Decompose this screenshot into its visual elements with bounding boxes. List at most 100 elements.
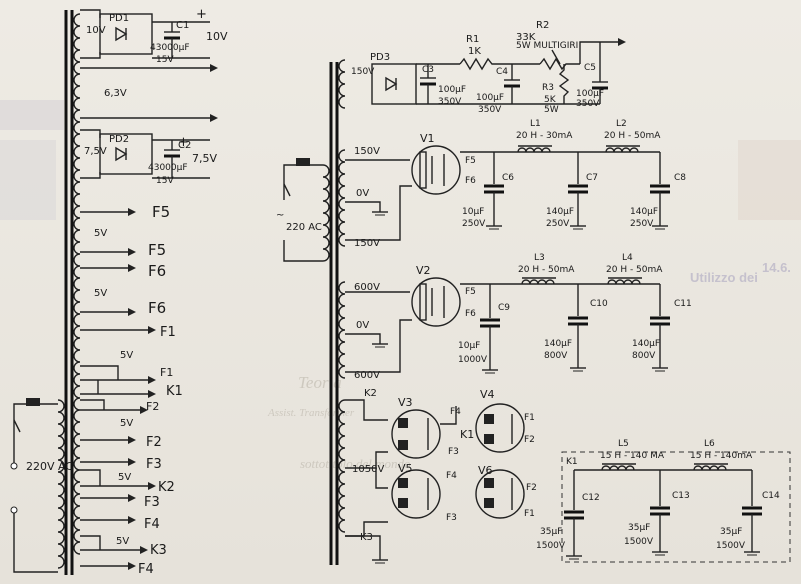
tap-0v-b: 0V [356, 320, 369, 331]
fil-k2: K2 [80, 480, 175, 495]
bg-text-line1: Utilizzo dei [690, 270, 758, 285]
r1-label: R1 [466, 34, 479, 45]
fil-5v-label-e: 5V [118, 472, 131, 483]
fuse-icon-2 [296, 158, 310, 166]
c10-label: C10 [590, 299, 608, 309]
fil-k1: K1 [80, 384, 183, 399]
c5-voltage: 350V [576, 99, 600, 109]
r2-label: R2 [536, 20, 549, 31]
c10-capacitor [568, 284, 588, 372]
left-primary-coil [57, 399, 65, 569]
fil-k3: K3 [80, 543, 167, 558]
filament-outputs: F5 5V F5 F6 5V F6 F1 5V F1 K1 F2 5V F2 F… [80, 203, 183, 577]
v4-pin-f2: F2 [524, 435, 535, 445]
fil-f5-label-a: F5 [152, 203, 170, 221]
c10-voltage: 800V [544, 351, 568, 361]
v2-label: V2 [416, 264, 431, 277]
bg-badge: 14.6. [762, 260, 791, 275]
l5-choke-icon [601, 465, 635, 471]
fil-f3-label-a: F3 [146, 457, 162, 472]
tap-1050v: 1050V [352, 464, 384, 475]
r3-value: 5K [544, 95, 557, 105]
output-6v3: 6,3V [80, 64, 218, 122]
fil-f3-b: F3 [80, 494, 160, 510]
pd3-label: PD3 [370, 52, 390, 63]
l3-value: 20 H - 50mA [518, 265, 575, 275]
mains-input: 220V AC [10, 398, 73, 573]
fil-5v-label-d: 5V [120, 418, 133, 429]
fil-f4-a: F4 [80, 516, 160, 532]
l6-label: L6 [704, 439, 715, 449]
c2-voltage: 15V [156, 176, 174, 186]
stage1: V1 F5 F6 L1 20 H - 30mA L2 20 H - 50mA C… [345, 119, 686, 241]
background-print: Utilizzo dei Teoria Assist. Transformer … [0, 100, 801, 471]
tap-150v-b: 150V [354, 238, 380, 249]
c2-value: 43000µF [148, 163, 188, 173]
fil-k3-label: K3 [150, 543, 167, 558]
c5-label: C5 [584, 63, 596, 73]
hv-supply: 150V PD3 C3 100µF 350V R1 1K C4 100µF 35… [351, 20, 626, 115]
fil-f1-a: F1 [80, 325, 176, 340]
v1-pin-f5: F5 [465, 156, 476, 166]
r3-resistor-icon [558, 64, 570, 104]
fil-5v-label-a: 5V [94, 228, 107, 239]
c4-label: C4 [496, 67, 508, 77]
c7-capacitor [568, 152, 588, 230]
c13-voltage: 1500V [624, 537, 654, 547]
left-transformer: 220V AC [10, 10, 81, 575]
c7-value: 140µF [546, 207, 574, 217]
l1-choke-icon [517, 147, 551, 153]
c9-label: C9 [498, 303, 510, 313]
c14-capacitor [742, 470, 762, 556]
v2-pin-f5: F5 [465, 287, 476, 297]
v3-tube-icon [391, 409, 441, 459]
c11-voltage: 800V [632, 351, 656, 361]
c12-label: C12 [582, 493, 600, 503]
fil-f1-label-b: F1 [160, 366, 173, 379]
c9-voltage: 1000V [458, 355, 488, 365]
power-switch-icon [13, 419, 21, 433]
v2-tube-icon [411, 277, 461, 327]
left-secondary-coil [73, 13, 81, 555]
fil-k1-label: K1 [166, 384, 183, 399]
fil-f4-label-b: F4 [138, 562, 154, 577]
fil-f6-b: F6 [80, 299, 166, 317]
rectifier-pd2: PD2 + C2 43000µF 15V 7,5V 7,5V [80, 129, 217, 186]
pd2-label: PD2 [109, 134, 129, 145]
r2-value: 33K [516, 32, 536, 43]
bg-text-line4: sottotitolo del mondo [300, 456, 411, 471]
v4-label: V4 [480, 388, 495, 401]
l4-label: L4 [622, 253, 633, 263]
v3-pin-f3: F3 [448, 447, 459, 457]
c14-label: C14 [762, 491, 780, 501]
l4-value: 20 H - 50mA [606, 265, 663, 275]
fil-5v-label-f: 5V [116, 536, 129, 547]
tap-600v-a: 600V [354, 282, 380, 293]
bg-text-line3: Assist. Transformer [267, 407, 355, 419]
c6-voltage: 250V [462, 219, 486, 229]
in-7v5-label: 7,5V [84, 146, 107, 157]
v5-tube-icon [391, 469, 441, 519]
v6-pin-f1: F1 [524, 509, 535, 519]
fil-f2-label-b: F2 [146, 435, 162, 450]
fil-f6-label-a: F6 [148, 262, 166, 280]
l5-value: 15 H - 140 MA [600, 451, 665, 461]
pd3-in-label: 150V [351, 67, 375, 77]
out-7v5-label: 7,5V [192, 152, 217, 165]
fil-f5-label-b: F5 [148, 241, 166, 259]
power-switch-icon-2 [283, 183, 291, 197]
c12-voltage: 1500V [536, 541, 566, 551]
c11-capacitor [650, 284, 670, 372]
fil-k2-label: K2 [158, 480, 175, 495]
in-10v-label: 10V [86, 25, 106, 36]
c2-label: C2 [178, 140, 191, 151]
k1-node-label: K1 [566, 457, 578, 467]
c13-capacitor [650, 470, 670, 556]
c5-value: 100µF [576, 89, 604, 99]
stage3: V3 F4 F3 V4 K1 F1 F2 V5 F4 F3 V6 F2 F1 K… [345, 388, 791, 563]
stage2: V2 F5 F6 L3 20 H - 50mA L4 20 H - 50mA C… [345, 253, 692, 374]
v4-pin-f1: F1 [524, 413, 535, 423]
c13-label: C13 [672, 491, 690, 501]
v6-label: V6 [478, 464, 493, 477]
c8-label: C8 [674, 173, 686, 183]
